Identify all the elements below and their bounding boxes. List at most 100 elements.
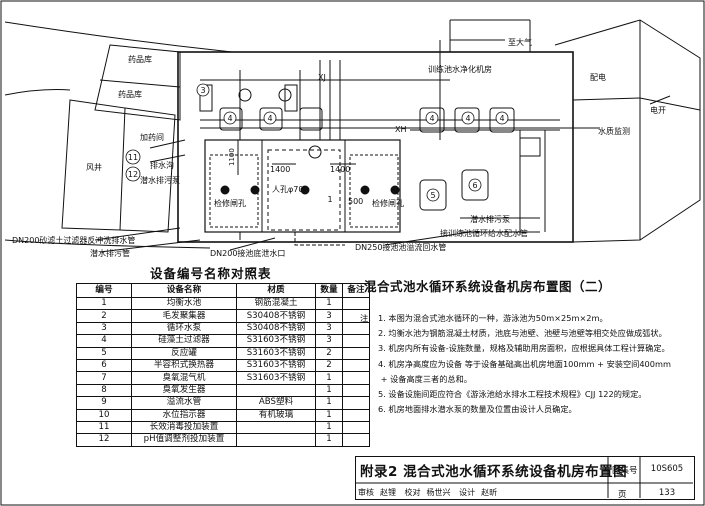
note-item: 4. 机房净高度应为设备 等于设备基础高出机房地面100mm + 安装空间400… [360, 357, 671, 372]
label-pipe-dn250: DN250接池池溢流回水管 [355, 242, 446, 252]
cell-remark [342, 433, 370, 447]
cell-name: 毛发聚集器 [131, 309, 237, 323]
cell-no: 8 [76, 383, 132, 398]
cell-qty: 1 [315, 371, 343, 385]
table-header-row: 编号 设备名称 材质 数量 备注 [76, 283, 370, 298]
role-review-label: 审核 [358, 488, 374, 497]
cell-name: 水位指示器 [131, 408, 237, 422]
cell-name: 臭氧发生器 [131, 383, 237, 398]
tag-11: 11 [128, 153, 138, 162]
role-design-name: 赵昕 [481, 488, 498, 497]
cell-no: 5 [76, 346, 132, 360]
cell-no: 1 [76, 296, 132, 311]
label-pipe-dn200-filter: DN200砂滤土过滤器反冲洗排水管 [12, 235, 135, 245]
cell-name: 溢流水管 [131, 396, 237, 410]
label-manhole: 人孔φ700 [272, 185, 309, 194]
dim-1400-b: 1400 [330, 165, 350, 174]
label-inspect-hole-right: 检修闸孔 [372, 198, 404, 208]
tag-1: 1 [327, 195, 332, 204]
note-item: 3. 机房内所有设备-设施数量，规格及辅助用房面积，应根据具体工程计算确定。 [360, 341, 671, 356]
label-drain-trench: 排水沟 [150, 160, 174, 170]
cell-qty: 1 [315, 296, 343, 311]
label-exhaust: 至大气 [508, 37, 532, 47]
cell-qty: 3 [315, 321, 343, 336]
cell-material: S30408不锈钢 [236, 309, 316, 323]
cell-material [236, 420, 316, 435]
label-wind-well: 风井 [86, 162, 102, 172]
cell-no: 4 [76, 334, 132, 348]
note-text: + 设备高度三者的总和。 [378, 373, 472, 384]
note-item: + 设备高度三者的总和。 [360, 372, 671, 387]
title-block: 附录2 混合式池水循环系统设备机房布置图 图集号 10S605 页 133 审核… [355, 456, 695, 500]
note-text: 1. 本图为混合式池水循环的一种，游泳池为50m×25m×2m。 [378, 313, 608, 323]
label-chemical-store-2: 药品库 [118, 89, 142, 99]
cell-material: 有机玻璃 [236, 408, 316, 422]
cell-material: ABS塑料 [236, 396, 316, 410]
cell-no: 3 [76, 321, 132, 336]
tag-12: 12 [128, 170, 138, 179]
header-name: 设备名称 [131, 283, 237, 298]
note-item: 2. 均衡水池为钢筋混凝土材质，池底与池壁、池壁与池壁等相交处应做成弧状。 [360, 326, 671, 341]
cell-no: 11 [76, 420, 132, 435]
dim-1400-a: 1400 [270, 165, 290, 174]
atlas-no-value: 10S605 [650, 464, 684, 474]
label-shaft: 电开 [650, 105, 666, 115]
signature-row: 审核赵锂 校对杨世兴 设计赵昕 [358, 487, 503, 498]
header-qty: 数量 [315, 283, 343, 298]
drawing-title: 混合式池水循环系统设备机房布置图（二） [364, 279, 612, 294]
label-sewage-pump-2: 潜水排污泵 [470, 214, 510, 224]
label-pipe-sewage: 潜水排污管 [90, 248, 130, 258]
cell-material: S31603不锈钢 [236, 346, 316, 360]
cell-remark [342, 420, 370, 435]
cell-no: 6 [76, 358, 132, 373]
tag-4a: 4 [227, 114, 232, 123]
equipment-table-title: 设备编号名称对照表 [150, 266, 272, 281]
label-chlorine-room: 加药间 [140, 132, 164, 142]
cell-material: S30408不锈钢 [236, 321, 316, 336]
cell-qty: 3 [315, 309, 343, 323]
title-block-name: 附录2 混合式池水循环系统设备机房布置图 [360, 464, 628, 480]
atlas-no-label: 图集号 [612, 466, 638, 476]
note-item: 5. 设备设施间距应符合《游泳池给水排水工程技术规程》CJJ 122的规定。 [360, 387, 671, 402]
cell-no: 9 [76, 396, 132, 410]
tag-6: 6 [472, 181, 477, 190]
cell-name: 硅藻土过滤器 [131, 334, 237, 348]
cell-qty: 1 [315, 408, 343, 422]
label-filter-room: 训练池水净化机房 [428, 64, 492, 74]
cell-name: 臭氧混气机 [131, 371, 237, 385]
tag-3a: 3 [200, 86, 205, 95]
cell-qty: 2 [315, 346, 343, 360]
role-check-name: 杨世兴 [426, 488, 451, 497]
cell-material: S31603不锈钢 [236, 358, 316, 373]
note-item: 注: 1. 本图为混合式池水循环的一种，游泳池为50m×25m×2m。 [360, 311, 671, 326]
tag-5: 5 [430, 191, 435, 200]
cell-name: 循环水泵 [131, 321, 237, 336]
cell-no: 7 [76, 371, 132, 385]
tag-4e: 4 [499, 114, 504, 123]
note-text: 5. 设备设施间距应符合《游泳池给水排水工程技术规程》CJJ 122的规定。 [378, 389, 647, 400]
notes-label: 注: [360, 313, 371, 323]
cell-qty: 2 [315, 358, 343, 373]
cell-qty: 1 [315, 420, 343, 435]
cell-material: S31603不锈钢 [236, 371, 316, 385]
note-text: 4. 机房净高度应为设备 等于设备基础高出机房地面100mm + 安装空间400… [378, 358, 671, 369]
cell-no: 10 [76, 408, 132, 422]
note-text: 3. 机房内所有设备-设施数量，规格及辅助用房面积，应根据具体工程计算确定。 [378, 343, 670, 354]
pipe-xh: XH [395, 125, 407, 134]
note-text: 6. 机房地面排水潜水泵的数量及位置由设计人员确定。 [378, 404, 577, 415]
cell-no: 2 [76, 309, 132, 323]
cell-qty: 1 [315, 383, 343, 398]
cell-remark [342, 296, 370, 311]
tag-4b: 4 [267, 114, 272, 123]
